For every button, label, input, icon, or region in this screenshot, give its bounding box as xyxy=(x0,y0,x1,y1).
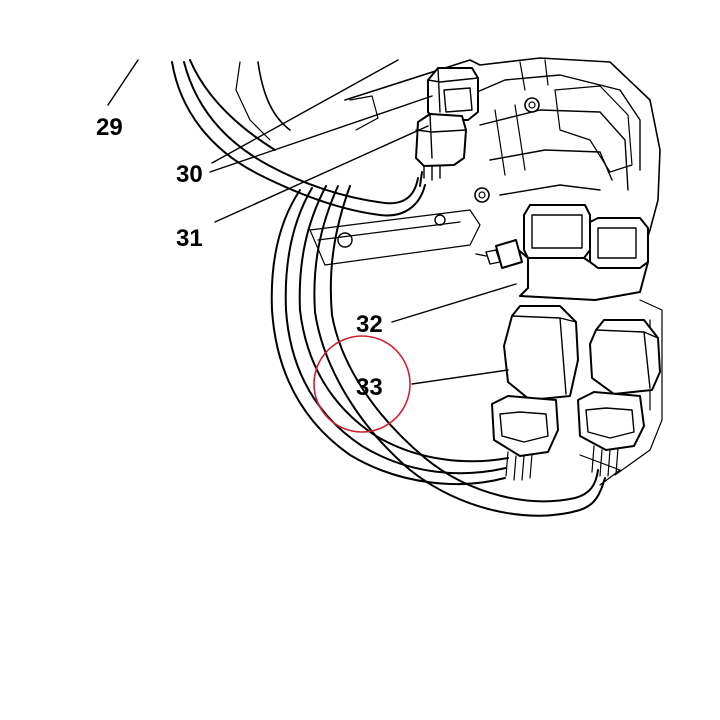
wiring-harness xyxy=(171,59,606,517)
relay-33-right xyxy=(577,319,661,477)
highlight-circle xyxy=(313,335,411,433)
relay-33-left xyxy=(491,305,579,481)
engine-casting xyxy=(235,57,663,486)
callout-33: 33 xyxy=(356,374,383,401)
leader-lines xyxy=(107,59,517,385)
connector-top xyxy=(415,67,479,181)
relay-32 xyxy=(475,204,649,301)
callout-29: 29 xyxy=(96,114,123,141)
callout-31: 31 xyxy=(176,225,203,252)
callout-32: 32 xyxy=(356,311,383,338)
callout-30: 30 xyxy=(176,161,203,188)
